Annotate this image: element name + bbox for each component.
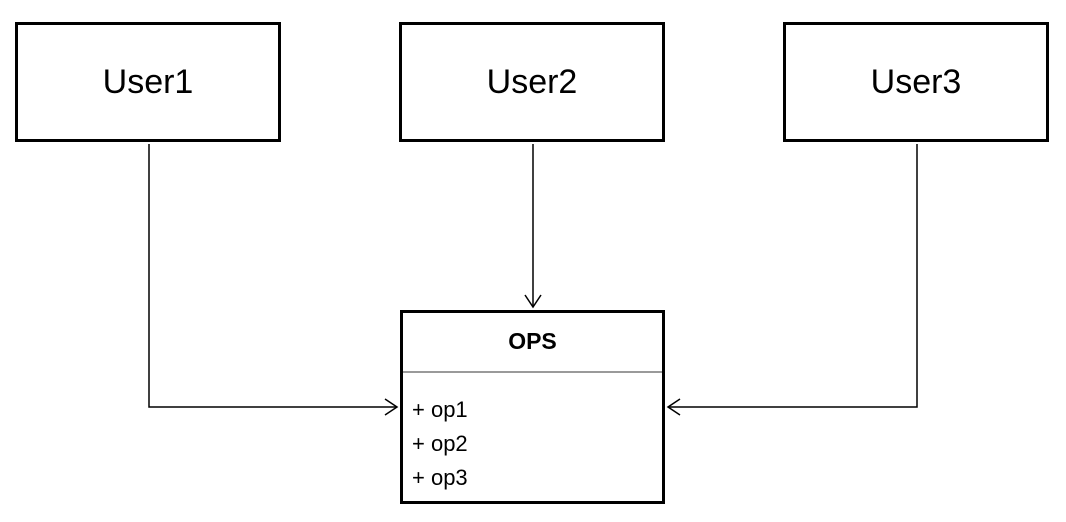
user2-label: User2 (486, 62, 578, 101)
class-divider (403, 371, 662, 373)
ops-class-name: OPS (508, 327, 557, 354)
arrowhead-user3 (666, 398, 681, 416)
connector-user1-to-ops (148, 144, 397, 408)
user3-label: User3 (870, 62, 962, 101)
user3-node[interactable]: User3 (783, 22, 1049, 142)
user1-label: User1 (102, 62, 194, 101)
operation-item-op3: + op3 (412, 465, 468, 490)
connector-user3-to-ops (668, 144, 918, 408)
user1-node[interactable]: User1 (15, 22, 281, 142)
operation-list: + op1 + op2 + op3 (412, 393, 468, 495)
arrowhead-user2 (524, 294, 542, 309)
operation-item-op2: + op2 (412, 431, 468, 456)
arrowhead-user1 (384, 398, 399, 416)
ops-class-node[interactable]: OPS + op1 + op2 + op3 (400, 310, 665, 504)
operation-item-op1: + op1 (412, 397, 468, 422)
user2-node[interactable]: User2 (399, 22, 665, 142)
